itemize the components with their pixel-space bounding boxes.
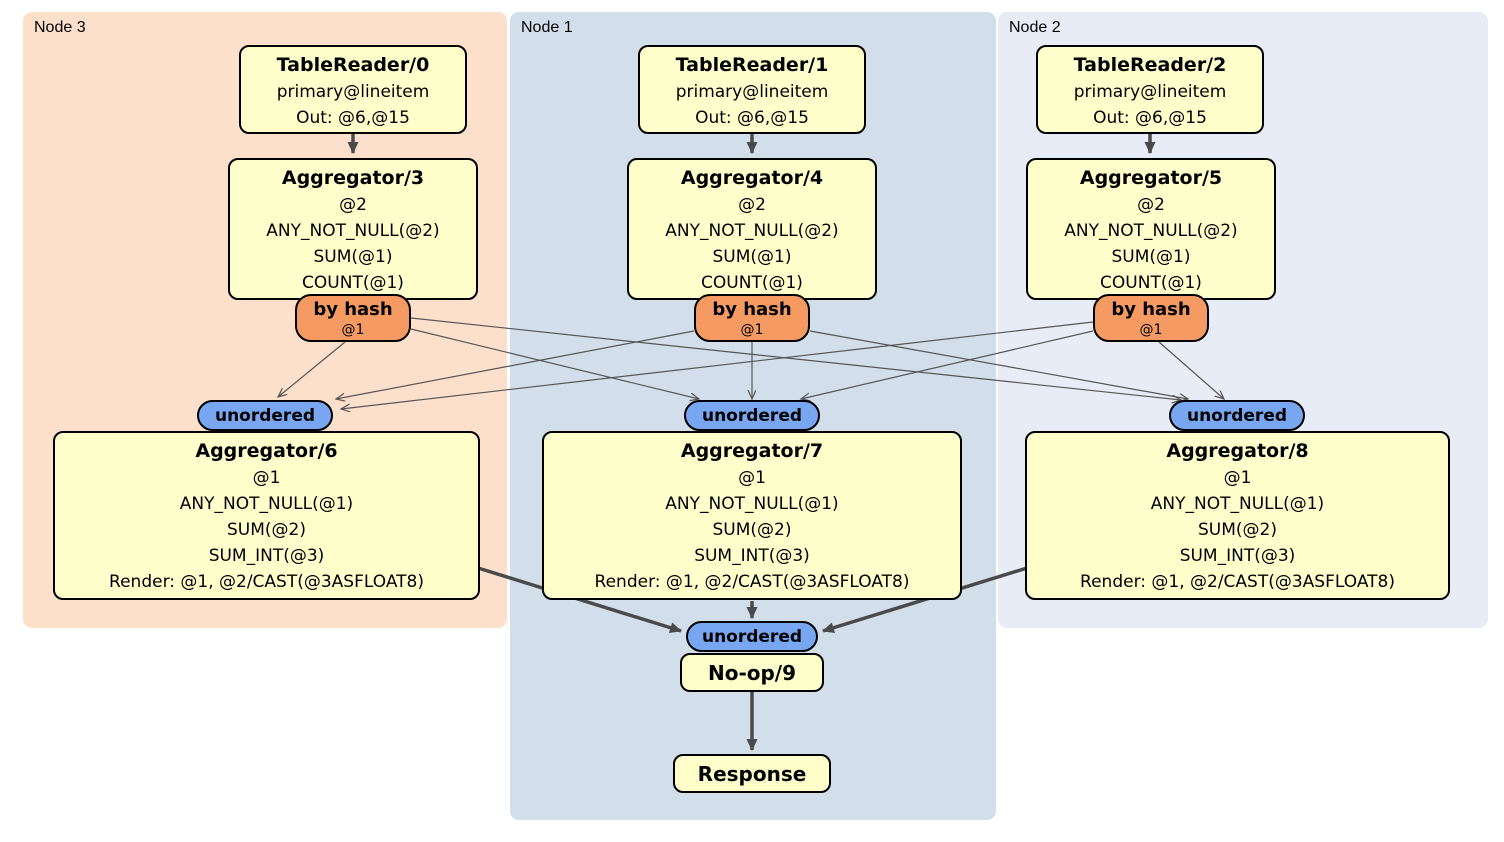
stream3-pill: unordered	[197, 400, 333, 431]
aggregator6-line: SUM_INT(@3)	[208, 546, 325, 566]
aggregator4-box: Aggregator/4 @2 ANY_NOT_NULL(@2) SUM(@1)…	[627, 158, 877, 300]
aggregator7-title: Aggregator/7	[680, 440, 824, 462]
hash-router3-pill: by hash @1	[295, 294, 411, 342]
node-region-1-label: Node 1	[521, 19, 573, 36]
tablereader0-box: TableReader/0 primary@lineitem Out: @6,@…	[239, 45, 467, 134]
aggregator4-line: @2	[738, 195, 766, 215]
tablereader1-out: Out: @6,@15	[695, 108, 809, 128]
tablereader1-index: primary@lineitem	[675, 82, 829, 102]
hash-router1-label: by hash	[712, 299, 792, 320]
aggregator4-line: ANY_NOT_NULL(@2)	[665, 221, 839, 241]
aggregator3-line: COUNT(@1)	[302, 273, 404, 293]
aggregator5-line: SUM(@1)	[1111, 247, 1191, 267]
aggregator8-line: SUM(@2)	[1198, 520, 1277, 540]
aggregator5-line: ANY_NOT_NULL(@2)	[1064, 221, 1238, 241]
tablereader0-title: TableReader/0	[276, 54, 430, 76]
sink-stream-pill: unordered	[686, 621, 818, 652]
aggregator3-box: Aggregator/3 @2 ANY_NOT_NULL(@2) SUM(@1)…	[228, 158, 478, 300]
aggregator4-line: COUNT(@1)	[701, 273, 803, 293]
hash-router2-label: by hash	[1111, 299, 1191, 320]
tablereader0-index: primary@lineitem	[276, 82, 430, 102]
aggregator8-line: SUM_INT(@3)	[1179, 546, 1296, 566]
tablereader2-title: TableReader/2	[1073, 54, 1227, 76]
noop-title: No-op/9	[707, 660, 797, 685]
aggregator3-title: Aggregator/3	[281, 167, 425, 189]
aggregator5-line: @2	[1137, 195, 1165, 215]
stream3-label: unordered	[214, 405, 316, 426]
aggregator8-line: @1	[1223, 468, 1252, 488]
tablereader2-box: TableReader/2 primary@lineitem Out: @6,@…	[1036, 45, 1264, 134]
aggregator4-title: Aggregator/4	[680, 167, 824, 189]
aggregator3-line: @2	[339, 195, 367, 215]
sink-stream-label: unordered	[701, 626, 803, 647]
aggregator5-line: COUNT(@1)	[1100, 273, 1202, 293]
aggregator5-box: Aggregator/5 @2 ANY_NOT_NULL(@2) SUM(@1)…	[1026, 158, 1276, 300]
aggregator7-box: Aggregator/7 @1 ANY_NOT_NULL(@1) SUM(@2)…	[542, 431, 962, 600]
response-box: Response	[673, 754, 831, 793]
aggregator3-line: ANY_NOT_NULL(@2)	[266, 221, 440, 241]
aggregator8-line: ANY_NOT_NULL(@1)	[1150, 494, 1325, 514]
node-region-3-label: Node 3	[34, 19, 86, 36]
stream1-pill: unordered	[684, 400, 820, 431]
noop-box: No-op/9	[680, 653, 824, 692]
aggregator7-line: SUM(@2)	[712, 520, 792, 540]
aggregator3-line: SUM(@1)	[313, 247, 393, 267]
aggregator6-line: SUM(@2)	[227, 520, 306, 540]
aggregator4-line: SUM(@1)	[712, 247, 792, 267]
tablereader1-box: TableReader/1 primary@lineitem Out: @6,@…	[638, 45, 866, 134]
aggregator8-box: Aggregator/8 @1 ANY_NOT_NULL(@1) SUM(@2)…	[1025, 431, 1450, 600]
aggregator6-title: Aggregator/6	[195, 440, 338, 462]
aggregator7-line: SUM_INT(@3)	[694, 546, 810, 566]
stream2-label: unordered	[1186, 405, 1288, 426]
node-region-2-label: Node 2	[1009, 19, 1061, 36]
aggregator6-line: Render: @1, @2/CAST(@3ASFLOAT8)	[109, 572, 424, 592]
aggregator6-box: Aggregator/6 @1 ANY_NOT_NULL(@1) SUM(@2)…	[53, 431, 480, 600]
hash-router1-key: @1	[740, 322, 764, 338]
aggregator8-line: Render: @1, @2/CAST(@3ASFLOAT8)	[1080, 572, 1395, 592]
tablereader2-out: Out: @6,@15	[1093, 108, 1207, 128]
hash-router3-label: by hash	[313, 299, 393, 320]
tablereader1-title: TableReader/1	[675, 54, 829, 76]
aggregator8-title: Aggregator/8	[1166, 440, 1309, 462]
aggregator6-line: @1	[252, 468, 281, 488]
aggregator7-line: ANY_NOT_NULL(@1)	[665, 494, 839, 514]
tablereader0-out: Out: @6,@15	[296, 108, 410, 128]
hash-router2-pill: by hash @1	[1093, 294, 1209, 342]
tablereader2-index: primary@lineitem	[1073, 82, 1227, 102]
aggregator5-title: Aggregator/5	[1079, 167, 1223, 189]
aggregator7-line: @1	[738, 468, 766, 488]
hash-router1-pill: by hash @1	[694, 294, 810, 342]
aggregator6-line: ANY_NOT_NULL(@1)	[179, 494, 354, 514]
aggregator7-line: Render: @1, @2/CAST(@3ASFLOAT8)	[594, 572, 910, 592]
hash-router2-key: @1	[1139, 322, 1163, 338]
hash-router3-key: @1	[341, 322, 365, 338]
stream1-label: unordered	[701, 405, 803, 426]
stream2-pill: unordered	[1169, 400, 1305, 431]
response-title: Response	[697, 761, 807, 786]
